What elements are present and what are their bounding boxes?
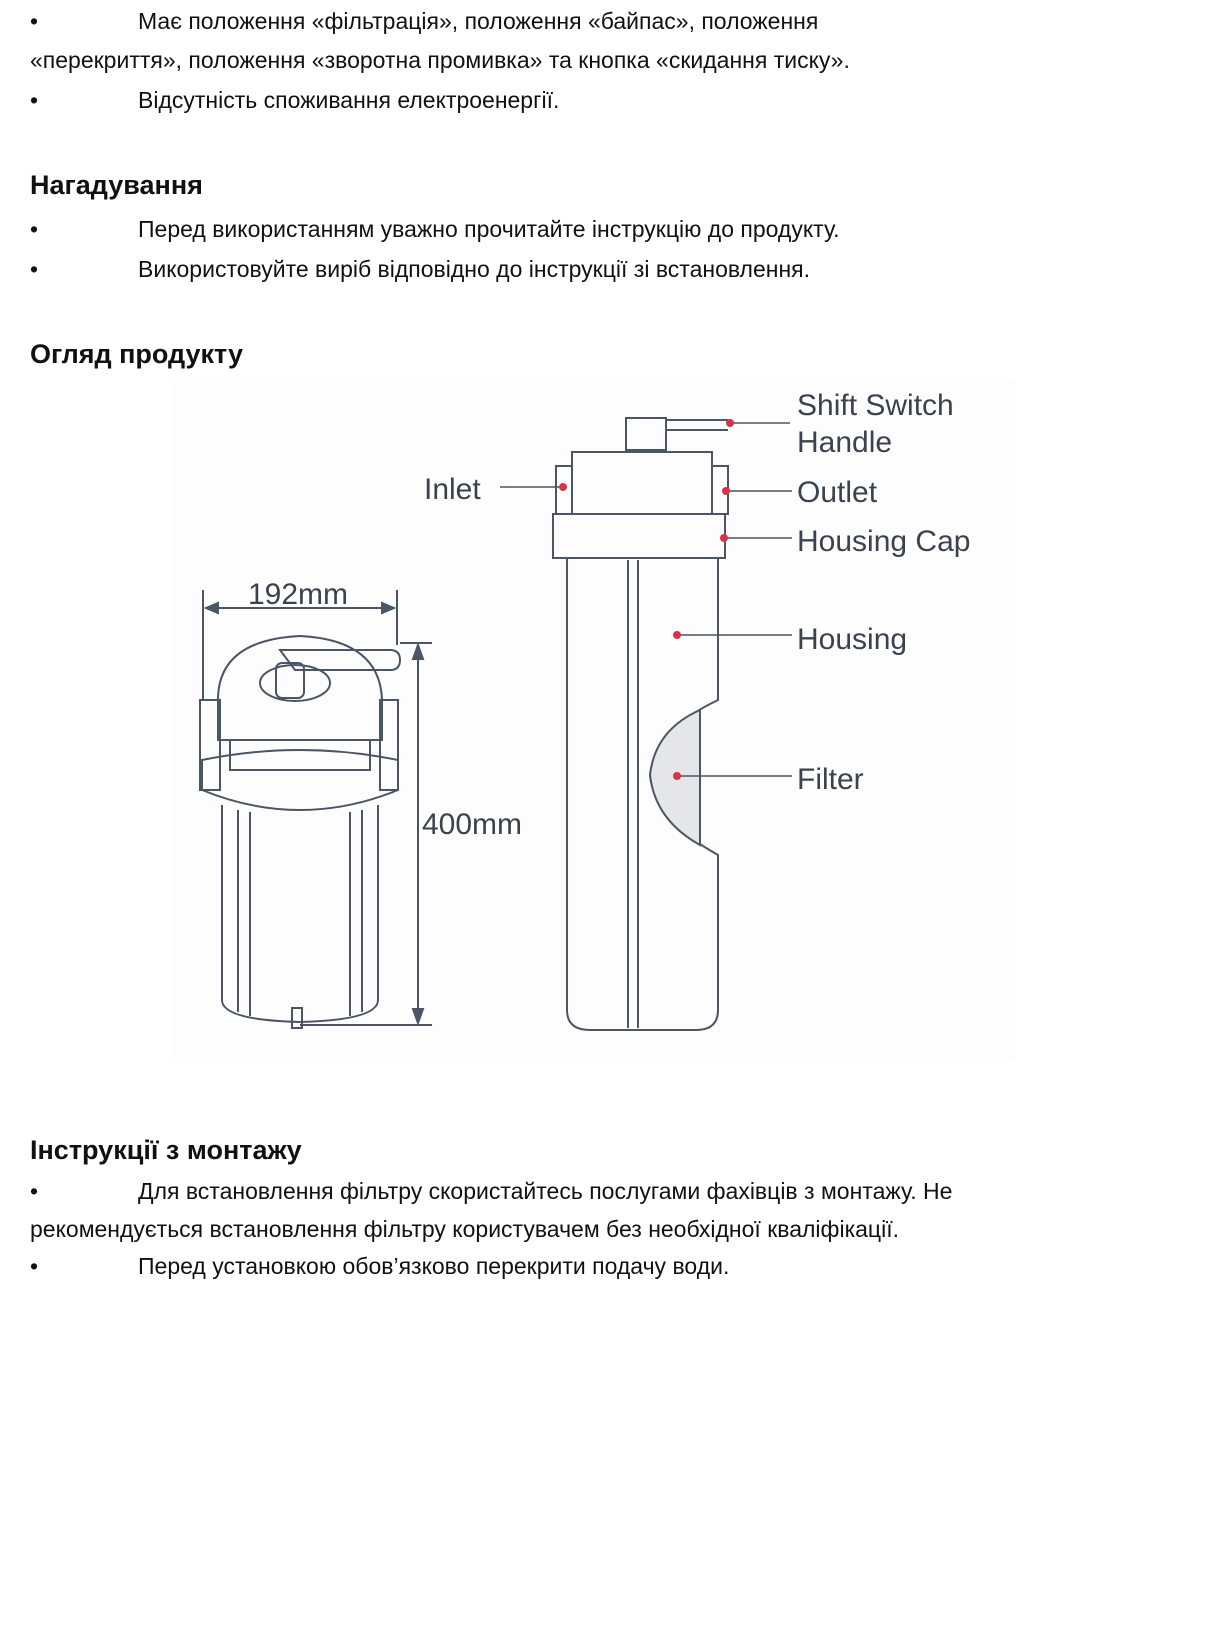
diagram-background [172,380,1015,1060]
label-handle: Handle [797,426,892,459]
reminder-heading: Нагадування [30,170,203,200]
label-filter: Filter [797,763,864,796]
overview-heading: Огляд продукту [30,339,243,369]
installation-item: Для встановлення фільтру скористайтесь п… [138,1178,953,1204]
width-label: 192mm [248,578,348,611]
bullet: • [30,1253,39,1279]
feature-text: Має положення «фільтрація», положення «б… [138,8,819,34]
feature-text: «перекриття», положення «зворотна промив… [30,47,850,73]
installation-heading: Інструкції з монтажу [30,1135,302,1165]
bullet: • [30,1178,39,1204]
reminder-item: Перед використанням уважно прочитайте ін… [138,216,840,242]
leader-lines [500,422,792,777]
feature-text: Відсутність споживання електроенергії. [138,87,560,113]
bullet: • [30,87,39,113]
bullet: • [30,8,39,34]
label-housing-cap: Housing Cap [797,525,970,558]
bullet: • [30,216,39,242]
marker-dots [559,419,734,780]
label-housing: Housing [797,623,907,656]
height-label: 400mm [422,808,522,841]
label-shift-switch: Shift Switch [797,389,954,422]
bullet: • [30,256,39,282]
label-outlet: Outlet [797,476,878,509]
installation-item: рекомендується встановлення фільтру кори… [30,1216,899,1242]
front-view-filter [199,590,432,1029]
reminder-item: Використовуйте виріб відповідно до інстр… [138,256,811,282]
installation-item: Перед установкою обов’язково перекрити п… [138,1253,730,1279]
label-inlet: Inlet [424,473,481,506]
